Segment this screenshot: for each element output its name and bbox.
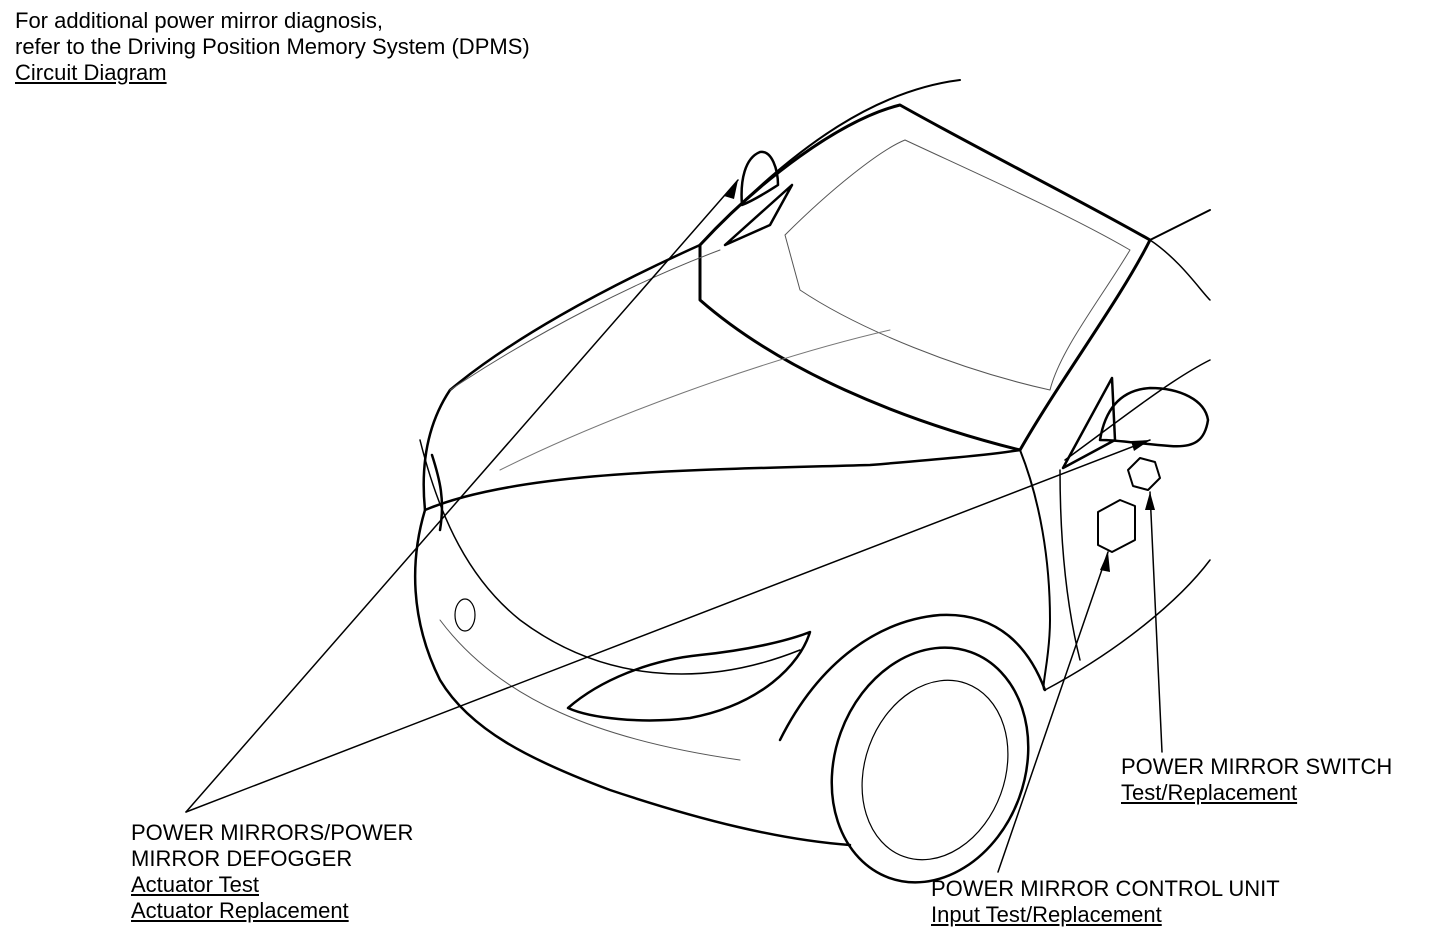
actuator-replacement-link[interactable]: Actuator Replacement: [131, 898, 349, 923]
note-line-2: refer to the Driving Position Memory Sys…: [15, 34, 530, 59]
control-unit-part: [1097, 499, 1136, 553]
headlight: [566, 630, 812, 722]
body-side-upper: [1064, 359, 1211, 461]
arrow-control-unit: [1100, 552, 1110, 572]
arrow-right-mirror: [1131, 440, 1150, 451]
hood-crease-left: [449, 249, 721, 391]
wheel-arch: [778, 613, 1047, 742]
leader-mirrors-left: [185, 179, 739, 813]
roof-right-edge: [1149, 209, 1211, 241]
hood-outline: [422, 243, 1022, 512]
windshield-inner: [784, 139, 1131, 391]
switch-callout: POWER MIRROR SWITCH Test/Replacement: [1121, 754, 1392, 806]
fender-right: [1019, 449, 1051, 691]
windshield-outline: [698, 103, 1152, 452]
front-tire: [830, 646, 1030, 884]
switch-test-replacement-link[interactable]: Test/Replacement: [1121, 780, 1298, 805]
left-headlight-edge: [430, 453, 444, 532]
a-pillar-right: [1149, 239, 1211, 301]
body-side: [1044, 559, 1211, 691]
circuit-diagram-link[interactable]: Circuit Diagram: [15, 60, 167, 85]
leader-switch: [1149, 491, 1163, 753]
front-rim: [861, 679, 1009, 861]
roof-left-edge: [704, 79, 961, 241]
arrow-switch: [1145, 492, 1155, 510]
note-line-1: For additional power mirror diagnosis,: [15, 8, 384, 33]
mirror-switch-part: [1127, 457, 1161, 491]
mirrors-callout-line-2: MIRROR DEFOGGER: [131, 846, 353, 871]
leader-control-unit: [997, 551, 1109, 873]
control-unit-input-test-link[interactable]: Input Test/Replacement: [931, 902, 1162, 927]
front-left-side: [413, 508, 852, 847]
control-unit-callout: POWER MIRROR CONTROL UNIT Input Test/Rep…: [931, 876, 1280, 928]
left-mirror-mount: [723, 183, 794, 247]
diagnosis-note: For additional power mirror diagnosis, r…: [15, 8, 530, 86]
mirrors-callout-line-1: POWER MIRRORS/POWER: [131, 820, 414, 845]
left-mirror: [740, 150, 780, 207]
mirrors-callout: POWER MIRRORS/POWER MIRROR DEFOGGER Actu…: [131, 820, 413, 924]
right-mirror-mount: [1061, 376, 1117, 470]
arrow-left-mirror: [724, 180, 738, 199]
front-emblem: [454, 598, 476, 632]
leader-mirrors-right: [185, 439, 1151, 813]
switch-callout-title: POWER MIRROR SWITCH: [1121, 754, 1393, 779]
right-mirror: [1098, 386, 1210, 448]
lower-grille: [439, 619, 741, 761]
control-unit-callout-title: POWER MIRROR CONTROL UNIT: [931, 876, 1280, 901]
door-line: [1059, 469, 1081, 661]
hood-crease-center: [499, 329, 891, 471]
actuator-test-link[interactable]: Actuator Test: [131, 872, 259, 897]
